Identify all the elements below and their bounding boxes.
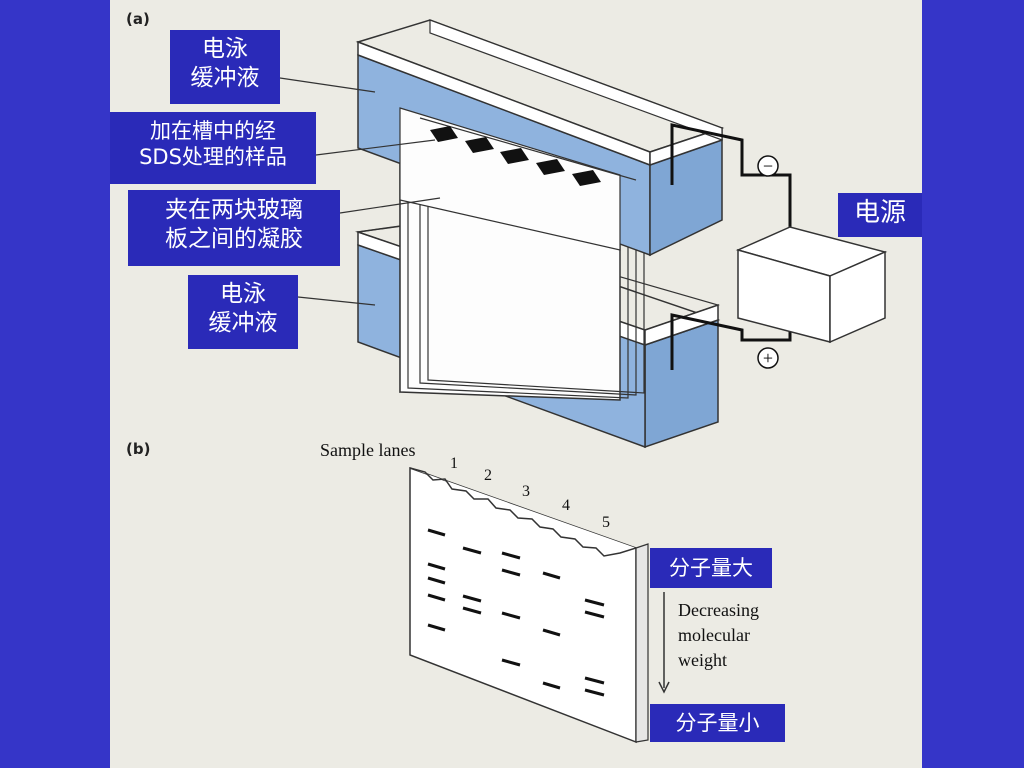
band bbox=[584, 610, 605, 619]
lane-number-5: 5 bbox=[602, 514, 610, 531]
band bbox=[542, 681, 561, 690]
band bbox=[427, 528, 446, 537]
band bbox=[462, 546, 482, 555]
sample-wells bbox=[430, 126, 601, 186]
label-low-molecular-weight: 分子量小 bbox=[650, 704, 785, 742]
band bbox=[584, 688, 605, 697]
sample-lanes-title: Sample lanes bbox=[320, 440, 416, 460]
lane-number-2: 2 bbox=[484, 467, 492, 484]
down-arrow bbox=[658, 592, 670, 694]
minus-terminal: − bbox=[757, 155, 779, 177]
protein-bands bbox=[427, 528, 605, 697]
label-bottom-buffer-line-2: 缓冲液 bbox=[208, 309, 278, 336]
label-power-supply: 电源 bbox=[838, 193, 922, 237]
band bbox=[584, 598, 605, 607]
label-sample-line-1: 加在槽中的经 bbox=[150, 119, 276, 143]
minus-sign: − bbox=[763, 156, 773, 176]
label-bottom-buffer-line-1: 电泳 bbox=[220, 281, 266, 307]
label-high-molecular-weight: 分子量大 bbox=[650, 548, 772, 588]
band bbox=[427, 562, 446, 571]
label-sample-line-2: SDS处理的样品 bbox=[139, 145, 287, 170]
band bbox=[584, 676, 605, 685]
panel-b-tag: (b) bbox=[126, 440, 151, 458]
band bbox=[501, 568, 521, 577]
arrow-caption-line-3: weight bbox=[678, 650, 727, 671]
band bbox=[542, 628, 561, 637]
label-top-buffer: 电泳 缓冲液 bbox=[170, 30, 280, 104]
label-gel-line-2: 板之间的凝胶 bbox=[165, 225, 303, 252]
lane-number-3: 3 bbox=[522, 483, 530, 500]
band bbox=[501, 551, 521, 560]
panel-a-tag: (a) bbox=[126, 10, 150, 28]
label-gel-line-1: 夹在两块玻璃 bbox=[165, 197, 303, 223]
band bbox=[542, 571, 561, 580]
arrow-caption-line-2: molecular bbox=[678, 625, 750, 646]
label-top-buffer-line-2: 缓冲液 bbox=[190, 64, 260, 91]
band bbox=[501, 611, 521, 620]
band bbox=[427, 593, 446, 602]
label-sample: 加在槽中的经 SDS处理的样品 bbox=[110, 112, 316, 184]
band bbox=[501, 658, 521, 667]
band bbox=[462, 606, 482, 615]
leader-lines bbox=[279, 77, 441, 306]
lane-number-4: 4 bbox=[562, 497, 570, 514]
band bbox=[462, 594, 482, 603]
label-bottom-buffer: 电泳 缓冲液 bbox=[188, 275, 298, 349]
arrow-caption: Decreasing molecular weight bbox=[678, 598, 759, 674]
band bbox=[427, 623, 446, 632]
gel-slab bbox=[409, 466, 649, 744]
plus-terminal: + bbox=[757, 347, 779, 369]
power-supply-box bbox=[735, 226, 888, 344]
plus-sign: + bbox=[763, 348, 773, 368]
label-top-buffer-line-1: 电泳 bbox=[202, 36, 248, 62]
band bbox=[427, 576, 446, 585]
lane-number-1: 1 bbox=[450, 455, 458, 472]
arrow-caption-line-1: Decreasing bbox=[678, 600, 759, 620]
label-gel: 夹在两块玻璃 板之间的凝胶 bbox=[128, 190, 340, 266]
